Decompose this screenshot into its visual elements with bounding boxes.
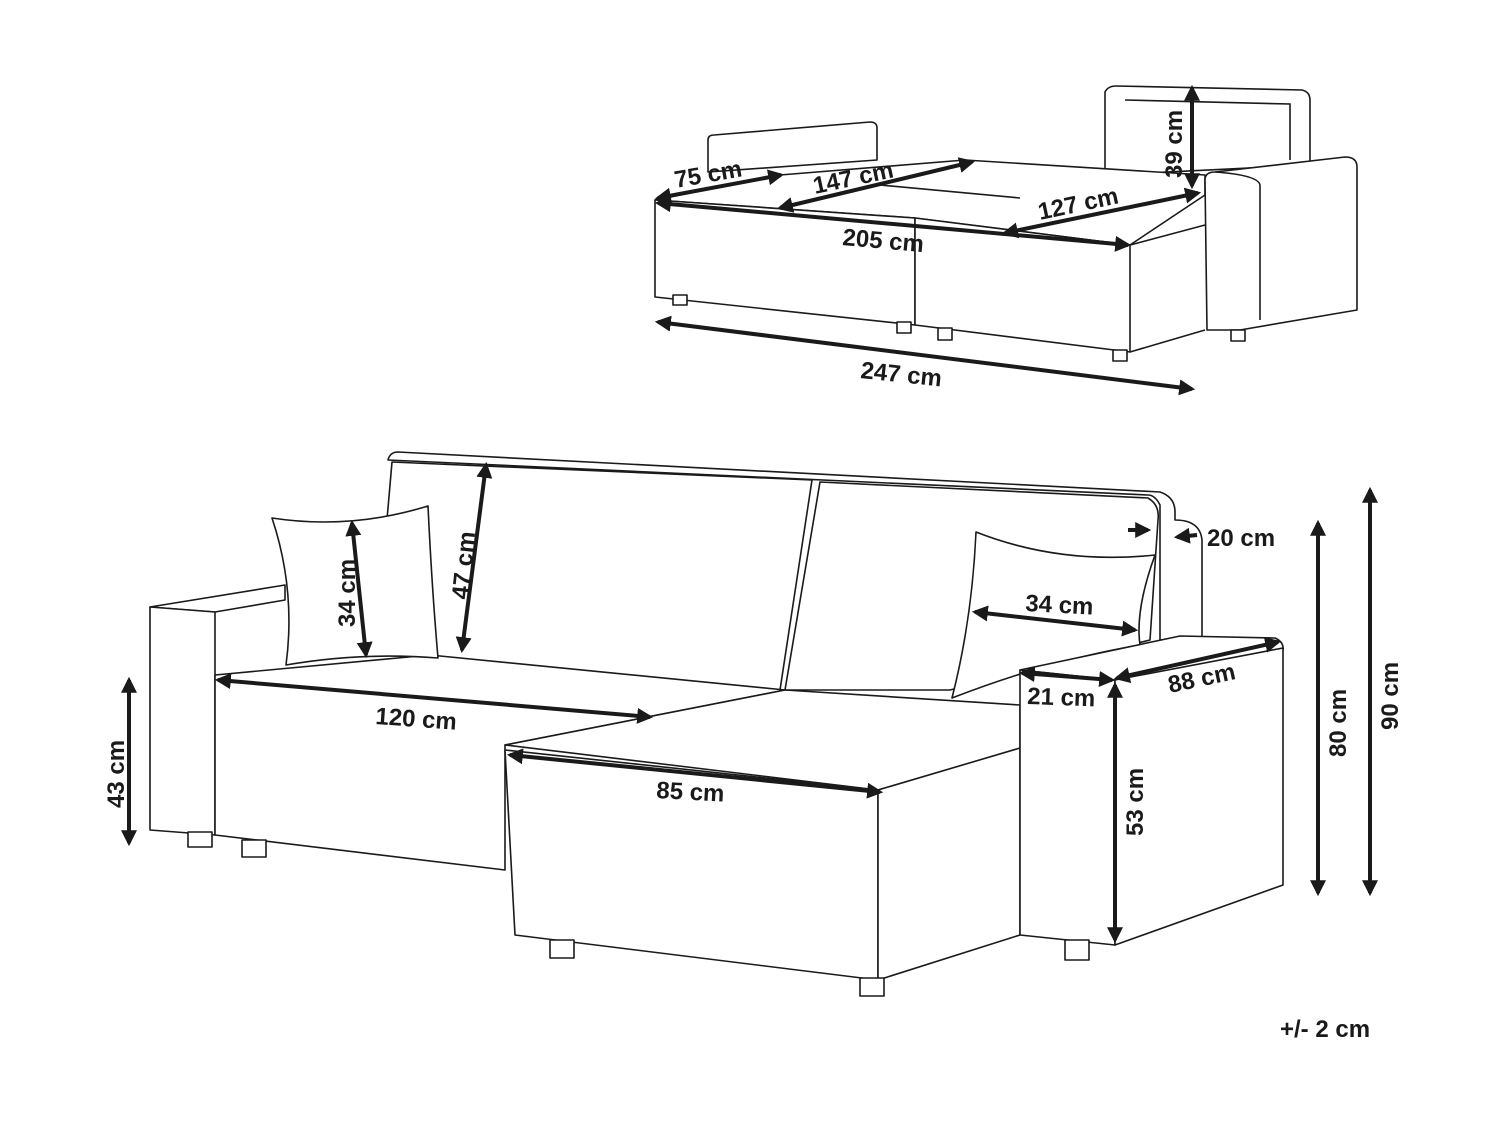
back-cushion-right [1104,85,1311,176]
label-seat-height: 43 cm [103,740,130,808]
left-armrest-front [149,606,216,836]
dimension-arrow-pillow-width [971,605,1139,637]
label-pillow-height: 34 cm [334,559,361,627]
leg [1112,349,1128,362]
label-seat-depth: 120 cm [375,703,458,736]
dimension-arrow-seat-depth [214,673,654,724]
dimension-arrow-back-cushion-height [455,461,493,654]
label-back-height-total: 80 cm [1325,689,1352,757]
dimension-arrow-total-width [654,315,1196,396]
dimension-arrow-armrest-length [1113,636,1282,684]
bed-front-left [654,199,916,326]
dimension-arrow-chaise-width [506,748,884,799]
sofa-bed-top-view: 75 cm 147 cm 39 cm 127 cm 205 cm 247 cm [654,84,1358,396]
label-armrest-width: 21 cm [1027,683,1096,712]
label-back-thickness: 20 cm [1207,525,1275,552]
leg [187,831,213,848]
label-back-height: 39 cm [1161,110,1188,178]
dimension-arrow-back-thickness-right [1173,527,1198,544]
right-armrest-top [1204,156,1358,331]
leg [672,294,688,306]
leg [1230,329,1246,342]
leg [1064,939,1090,961]
leg [549,939,575,959]
backrest [387,451,1203,641]
dimension-arrow-armrest-width [1018,666,1116,687]
label-total-width: 247 cm [859,357,943,392]
leg [896,321,912,334]
leg [241,839,267,858]
dimension-arrow-bed-width [654,196,1132,252]
label-total-height: 90 cm [1377,662,1404,730]
label-armrest-height: 53 cm [1122,768,1149,836]
tolerance-note: +/- 2 cm [1280,1016,1370,1043]
sofa-main-view: 47 cm 34 cm 34 cm 20 cm 120 cm 85 cm 21 … [103,451,1404,997]
leg [859,977,885,997]
label-pillow-width: 34 cm [1025,590,1094,621]
leg [937,327,953,341]
dimension-arrow-pillow-height [345,519,373,659]
label-chaise-width: 85 cm [656,777,725,808]
dimension-arrow-armrest-depth [654,169,785,204]
